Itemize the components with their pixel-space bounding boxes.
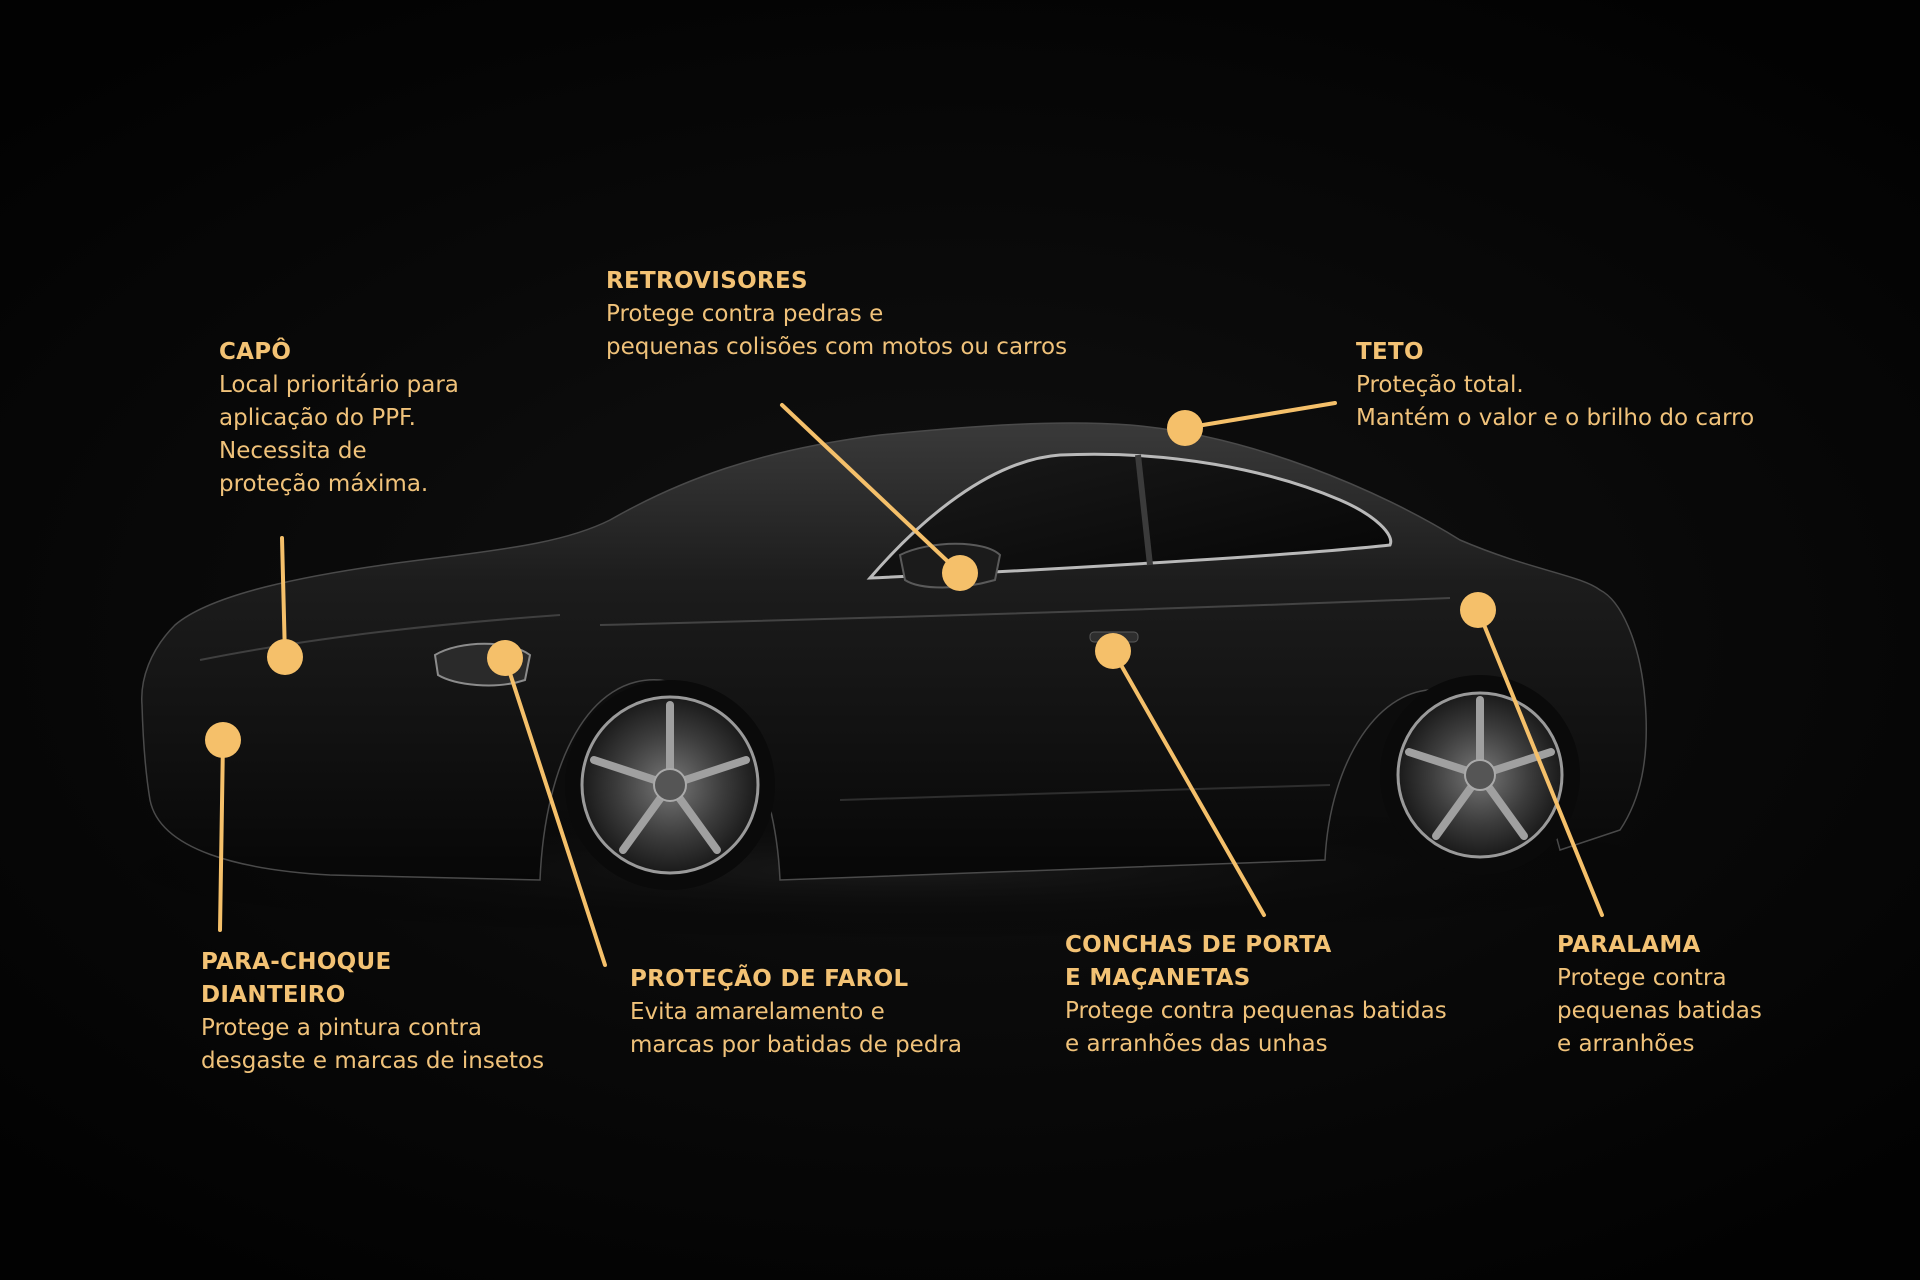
callout-farol: PROTEÇÃO DE FAROL Evita amarelamento e m… <box>630 963 962 1062</box>
callout-text: Proteção total. <box>1356 372 1524 398</box>
hood-highlight <box>199 614 561 661</box>
leader-line-teto <box>1183 401 1337 430</box>
leader-line-conchas <box>1111 649 1266 917</box>
leader-line-capo <box>280 536 287 659</box>
marker-retrovisores[interactable] <box>942 555 978 591</box>
callout-title: CAPÔ <box>219 339 292 365</box>
callout-text: Protege contra <box>1557 965 1727 991</box>
window-pillar <box>1135 454 1153 566</box>
marker-capo[interactable] <box>267 639 303 675</box>
callout-title: E MAÇANETAS <box>1065 965 1251 991</box>
callout-text: desgaste e marcas de insetos <box>201 1048 545 1074</box>
callout-text: pequenas batidas <box>1557 998 1762 1024</box>
marker-farol[interactable] <box>487 640 523 676</box>
callout-retrovisores: RETROVISORES Protege contra pedras e peq… <box>606 265 1067 364</box>
callout-text: marcas por batidas de pedra <box>630 1032 962 1058</box>
callout-text: proteção máxima. <box>219 471 429 497</box>
callout-teto: TETO Proteção total. Mantém o valor e o … <box>1356 336 1754 435</box>
car-windows <box>866 452 1393 580</box>
callout-text: pequenas colisões com motos ou carros <box>606 334 1068 360</box>
sill-line <box>839 784 1331 801</box>
callout-text: Protege a pintura contra <box>201 1015 483 1041</box>
leader-line-para-choque <box>218 738 225 932</box>
marker-paralama[interactable] <box>1460 592 1496 628</box>
callout-text: Mantém o valor e o brilho do carro <box>1356 405 1755 431</box>
marker-teto[interactable] <box>1167 410 1203 446</box>
callout-title: DIANTEIRO <box>201 982 346 1008</box>
rear-wheel <box>1380 675 1580 875</box>
callout-title: RETROVISORES <box>606 268 808 294</box>
leader-line-farol <box>503 656 607 967</box>
callout-text: Local prioritário para <box>219 372 459 398</box>
callout-text: Protege contra pequenas batidas <box>1065 998 1447 1024</box>
callout-text: e arranhões <box>1557 1031 1695 1057</box>
callout-title: TETO <box>1356 339 1424 365</box>
callout-text: e arranhões das unhas <box>1065 1031 1328 1057</box>
callout-conchas: CONCHAS DE PORTA E MAÇANETAS Protege con… <box>1065 929 1447 1061</box>
callout-para-choque: PARA-CHOQUE DIANTEIRO Protege a pintura … <box>201 946 544 1078</box>
marker-conchas[interactable] <box>1095 633 1131 669</box>
callout-title: PARA-CHOQUE <box>201 949 392 975</box>
front-wheel <box>565 680 775 890</box>
callout-text: Evita amarelamento e <box>630 999 885 1025</box>
body-crease <box>599 597 1451 626</box>
leader-line-paralama <box>1476 608 1604 917</box>
callout-capo: CAPÔ Local prioritário para aplicação do… <box>219 336 459 501</box>
leader-line-retrovisores <box>780 403 962 575</box>
callout-title: PROTEÇÃO DE FAROL <box>630 966 909 992</box>
callout-text: Necessita de <box>219 438 367 464</box>
marker-para-choque[interactable] <box>205 722 241 758</box>
callout-title: CONCHAS DE PORTA <box>1065 932 1332 958</box>
callout-title: PARALAMA <box>1557 932 1701 958</box>
callout-text: Protege contra pedras e <box>606 301 884 327</box>
callout-paralama: PARALAMA Protege contra pequenas batidas… <box>1557 929 1762 1061</box>
callout-text: aplicação do PPF. <box>219 405 416 431</box>
